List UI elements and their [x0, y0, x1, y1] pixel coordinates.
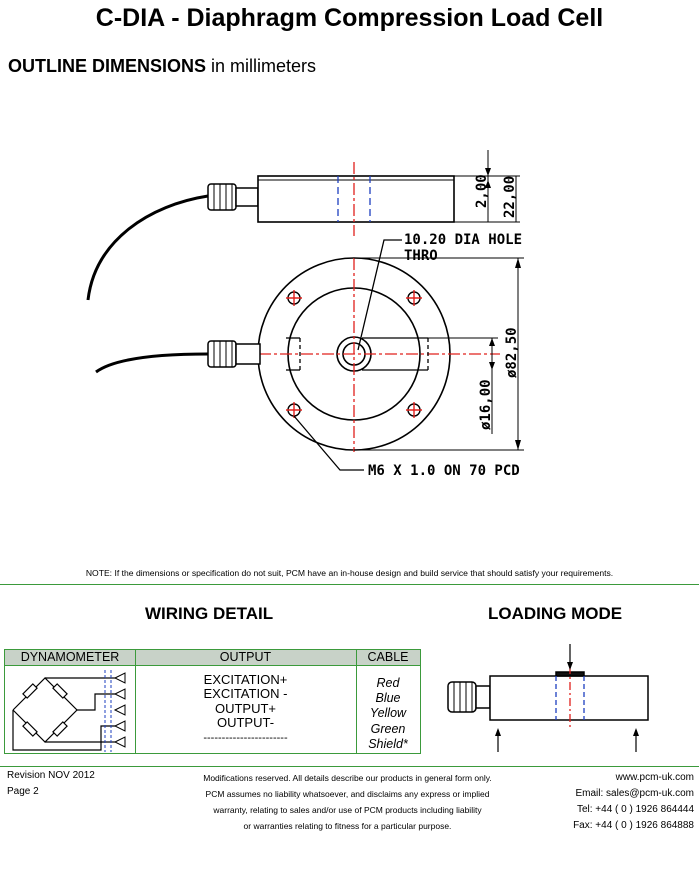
wiring-heading: WIRING DETAIL [145, 604, 274, 623]
side-gland-neck [235, 187, 259, 207]
cable-item: Red [376, 676, 400, 690]
output-list: EXCITATION+ EXCITATION - OUTPUT+ OUTPUT-… [135, 672, 356, 745]
divider-bottom [0, 766, 699, 767]
output-item: OUTPUT- [216, 715, 275, 731]
dim-2-label: 2,00 [474, 174, 490, 208]
telephone: Tel: +44 ( 0 ) 1926 864444 [576, 804, 694, 815]
disclaimer-line: PCM assumes no liability whatsoever, and… [205, 789, 490, 799]
dim-22-label: 22,00 [502, 176, 518, 218]
cable-item: Blue [375, 691, 401, 706]
plan-cable [95, 352, 209, 374]
disclaimer-line: or warranties relating to fitness for a … [243, 821, 452, 831]
cable-item: Yellow [369, 706, 407, 721]
side-view-body [257, 175, 455, 223]
cable-list: Red Blue Yellow Green Shield* [356, 676, 420, 752]
side-cable [86, 194, 209, 301]
disclaimer-line: warranty, relating to sales and/or use o… [213, 805, 482, 815]
contact-block: www.pcm-uk.com Email: sales@pcm-uk.com T… [573, 770, 694, 834]
section-subtitle: OUTLINE DIMENSIONS in millimeters [8, 56, 316, 77]
page-title: C-DIA - Diaphragm Compression Load Cell [95, 4, 604, 32]
wiring-table: DYNAMOMETER OUTPUT CABLE EXCITATION+ E [4, 649, 421, 754]
cable-item: Shield* [368, 736, 408, 751]
cable-item: Green [370, 721, 406, 736]
pcd-label: M6 X 1.0 ON 70 PCD [368, 463, 520, 479]
page-number: Page 2 [7, 786, 39, 797]
col-cable: CABLE [356, 650, 420, 666]
output-item: EXCITATION+ [203, 672, 288, 687]
disclaimer-line: Modifications reserved. All details desc… [203, 773, 492, 783]
output-item: EXCITATION - [203, 686, 288, 702]
hole-label-line1: 10.20 DIA HOLE [404, 232, 522, 248]
note-text: NOTE: If the dimensions or specification… [85, 568, 614, 578]
subtitle-bold: OUTLINE DIMENSIONS [8, 56, 207, 76]
output-item: OUTPUT+ [214, 700, 277, 716]
dim-dia-label: ø82,50 [504, 327, 520, 378]
fax: Fax: +44 ( 0 ) 1926 864888 [573, 820, 694, 831]
bridge-diagram [12, 670, 126, 752]
output-item: ----------------------- [203, 731, 288, 744]
col-output: OUTPUT [135, 650, 356, 666]
revision-text: Revision NOV 2012 [7, 770, 95, 781]
hole-label-line2: THRO [404, 248, 438, 264]
dim-16-label: ø16,00 [478, 379, 494, 430]
email-link[interactable]: Email: sales@pcm-uk.com [575, 788, 694, 799]
loading-mode-diagram [447, 644, 649, 752]
bolt-holes [286, 290, 422, 418]
outline-dimensions-drawing: 2,00 22,00 ø82,50 ø16,00 10.20 DIA HOLE … [86, 150, 524, 479]
loading-heading: LOADING MODE [488, 604, 623, 623]
website-link[interactable]: www.pcm-uk.com [615, 772, 694, 783]
col-dynamometer: DYNAMOMETER [5, 650, 135, 666]
disclaimer: Modifications reserved. All details desc… [180, 770, 515, 834]
subtitle-units: in millimeters [206, 56, 317, 76]
divider-top [0, 584, 699, 585]
